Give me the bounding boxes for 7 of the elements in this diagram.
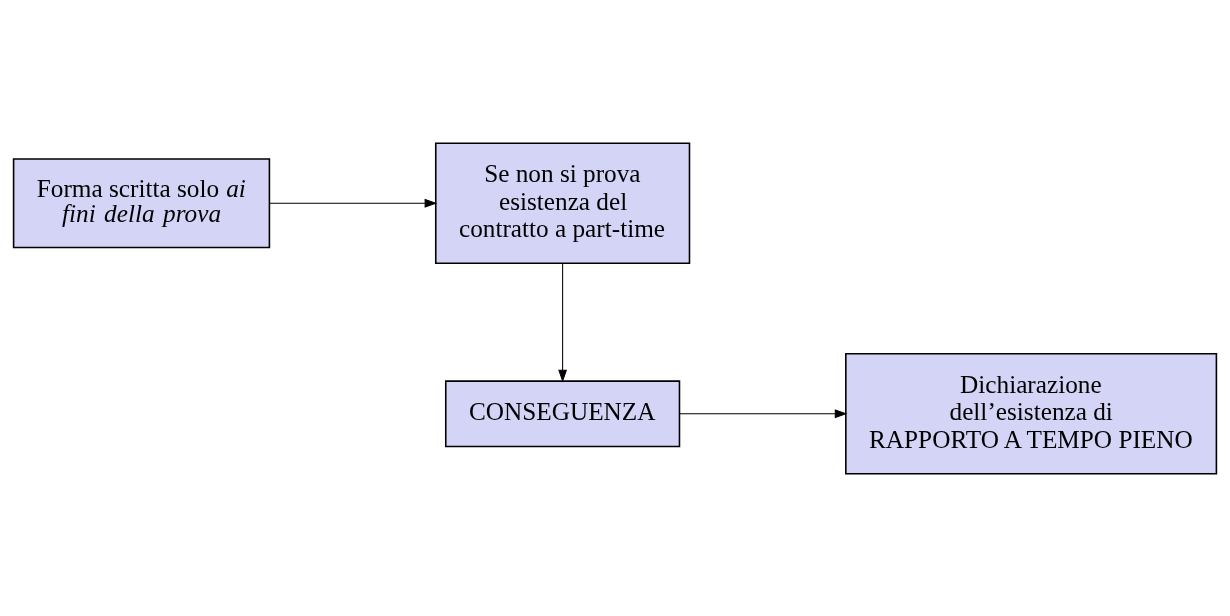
arrow [269, 198, 438, 208]
node-box: Forma scritta solo ai fini della prova [12, 157, 271, 248]
node-box: Dichiarazione dell’esistenza di RAPPORTO A TEMPO PIENO [845, 352, 1218, 475]
node-box: CONSEGUENZA [444, 379, 681, 447]
arrow [679, 408, 848, 418]
arrow [558, 262, 568, 382]
node-box: Se non si prova esistenza del contratto a part-time [434, 141, 691, 264]
